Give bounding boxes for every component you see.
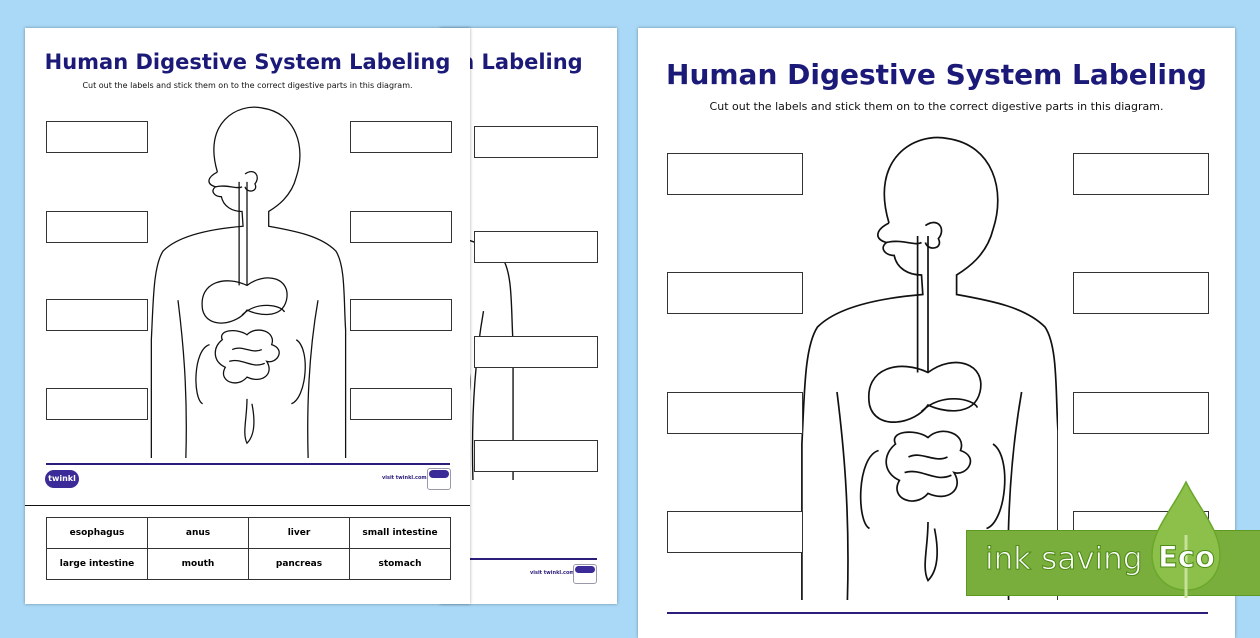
label-box [46,388,148,420]
footer-link[interactable]: visit twinkl.com [382,475,427,481]
eco-badge-text: Eco [1158,540,1216,575]
label-box [350,211,452,243]
cut-label: anus [147,517,249,549]
label-box [46,299,148,331]
label-box [1073,392,1209,434]
label-box [46,211,148,243]
label-box [667,392,803,434]
label-box [46,121,148,153]
cut-out-labels-table: esophagus anus liver small intestine lar… [46,517,451,580]
label-box [350,121,452,153]
label-box [667,153,803,195]
label-box [474,336,598,368]
label-box [1073,153,1209,195]
page-instruction: Cut out the labels and stick them on to … [709,100,1164,113]
label-box [350,299,452,331]
label-box [667,511,803,553]
cut-label: esophagus [46,517,148,549]
cut-label: mouth [147,548,249,580]
cut-label: pancreas [248,548,350,580]
table-row: esophagus anus liver small intestine [46,517,451,549]
footer-line [667,612,1208,614]
page-title: Human Digestive System Labeling [44,50,451,74]
cut-line [25,505,470,506]
worksheet-page-left: Human Digestive System Labeling Cut out … [25,28,470,604]
table-row: large intestine mouth pancreas stomach [46,548,451,580]
cut-label: small intestine [349,517,451,549]
leaf-drop-icon [1151,480,1221,598]
label-box [350,388,452,420]
twinkl-badge-icon [427,468,451,490]
page-title: Human Digestive System Labeling [666,58,1207,91]
label-box [474,231,598,263]
label-box [667,272,803,314]
eco-banner-text: ink saving [985,541,1143,578]
page-instruction: Cut out the labels and stick them on to … [82,81,413,90]
footer-line [440,558,597,560]
cut-label: large intestine [46,548,148,580]
cut-label: stomach [349,548,451,580]
twinkl-logo: twinkl [45,470,79,488]
label-box [474,440,598,472]
label-box [1073,272,1209,314]
body-diagram [147,103,347,458]
label-box [474,126,598,158]
twinkl-badge-icon [573,564,597,584]
cut-label: liver [248,517,350,549]
footer-link[interactable]: visit twinkl.com [530,570,575,576]
footer-line [46,463,450,465]
